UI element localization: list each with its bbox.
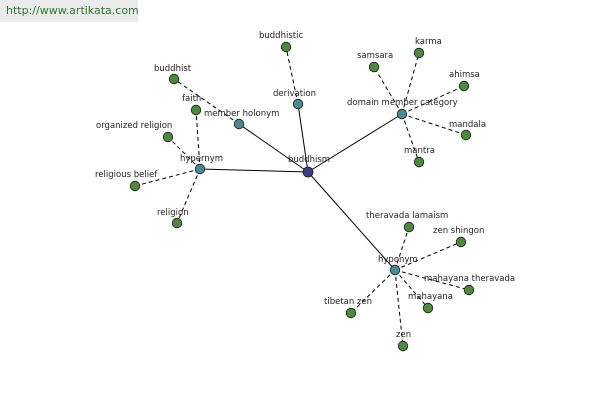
leaf-node-tibetan-zen[interactable] <box>345 307 357 319</box>
leaf-node-buddhistic[interactable] <box>280 41 292 53</box>
leaf-label-religion[interactable]: religion <box>157 208 189 218</box>
site-url[interactable]: http://www.artikata.com <box>6 4 139 17</box>
edge-member-holonym-to-buddhist <box>173 78 240 125</box>
edge-hyponym-to-mahayana <box>394 269 429 309</box>
relation-label-derivation[interactable]: derivation <box>273 89 316 99</box>
leaf-label-mahayana-theravada[interactable]: mahayana theravada <box>424 274 515 284</box>
edge-root-to-member-holonym <box>238 123 309 173</box>
leaf-node-theravada-lamaism[interactable] <box>403 221 415 233</box>
edge-hyponym-to-mahayana-theravada <box>394 269 470 291</box>
root-node-buddhism[interactable] <box>302 166 314 178</box>
leaf-label-tibetan-zen[interactable]: tibetan zen <box>324 297 372 307</box>
leaf-label-samsara[interactable]: samsara <box>357 51 393 61</box>
edge-domain-member-category-to-ahimsa <box>401 85 465 115</box>
edge-root-to-hyponym <box>307 171 396 271</box>
leaf-node-samsara[interactable] <box>368 61 380 73</box>
edge-derivation-to-buddhistic <box>285 46 299 105</box>
leaf-label-theravada-lamaism[interactable]: theravada lamaism <box>366 211 448 221</box>
edge-root-to-derivation <box>297 103 309 173</box>
leaf-label-zen[interactable]: zen <box>396 330 411 340</box>
edge-domain-member-category-to-samsara <box>373 66 403 115</box>
leaf-label-religious-belief[interactable]: religious belief <box>95 170 158 180</box>
graph-labels: faith organized religion religious belief r… <box>95 31 515 340</box>
leaf-node-zen[interactable] <box>397 340 409 352</box>
relation-label-hyponym[interactable]: hyponym <box>378 255 418 265</box>
edge-hyponym-to-zen-shingon <box>394 241 462 271</box>
leaf-node-buddhist[interactable] <box>168 73 180 85</box>
relation-label-domain-member-category[interactable]: domain member category <box>347 98 458 108</box>
relation-node-member-holonym[interactable] <box>233 118 245 130</box>
edge-hypernym-to-religion <box>176 168 201 224</box>
graph-edges <box>134 46 470 347</box>
edge-hyponym-to-theravada-lamaism <box>394 226 410 271</box>
leaf-label-karma[interactable]: karma <box>415 37 442 47</box>
leaf-node-mahayana[interactable] <box>422 302 434 314</box>
leaf-node-mahayana-theravada[interactable] <box>463 284 475 296</box>
url-banner: http://www.artikata.com <box>0 0 139 22</box>
edge-hyponym-to-zen <box>394 269 404 347</box>
edge-root-to-hypernym <box>199 168 309 173</box>
leaf-label-mantra[interactable]: mantra <box>404 146 435 156</box>
leaf-label-ahimsa[interactable]: ahimsa <box>449 70 480 80</box>
leaf-node-religion[interactable] <box>171 217 183 229</box>
leaf-node-ahimsa[interactable] <box>458 80 470 92</box>
leaf-label-buddhistic[interactable]: buddhistic <box>259 31 303 41</box>
root-label-buddhism[interactable]: buddhism <box>288 155 330 165</box>
relation-label-hypernym[interactable]: hypernym <box>180 154 223 164</box>
leaf-node-mandala[interactable] <box>460 129 472 141</box>
edge-domain-member-category-to-mantra <box>401 113 420 163</box>
leaf-node-mantra[interactable] <box>413 156 425 168</box>
leaf-label-mahayana[interactable]: mahayana <box>408 292 453 302</box>
relation-node-hypernym[interactable] <box>194 163 206 175</box>
leaf-node-zen-shingon[interactable] <box>455 236 467 248</box>
leaf-node-karma[interactable] <box>413 47 425 59</box>
leaf-label-mandala[interactable]: mandala <box>449 120 486 130</box>
leaf-node-organized-religion[interactable] <box>162 131 174 143</box>
relation-node-domain-member-category[interactable] <box>396 108 408 120</box>
leaf-node-faith[interactable] <box>190 104 202 116</box>
relation-node-derivation[interactable] <box>292 98 304 110</box>
leaf-label-organized-religion[interactable]: organized religion <box>96 121 172 131</box>
leaf-label-zen-shingon[interactable]: zen shingon <box>433 226 484 236</box>
edge-root-to-domain-member-category <box>307 113 403 173</box>
edge-hypernym-to-faith <box>195 109 201 170</box>
graph-nodes <box>129 41 475 352</box>
edge-domain-member-category-to-karma <box>401 52 420 115</box>
leaf-node-religious-belief[interactable] <box>129 180 141 192</box>
edge-domain-member-category-to-mandala <box>401 113 467 136</box>
leaf-label-faith[interactable]: faith <box>182 94 201 104</box>
edge-hyponym-to-tibetan-zen <box>350 269 396 314</box>
relation-node-hyponym[interactable] <box>389 264 401 276</box>
leaf-label-buddhist[interactable]: buddhist <box>154 64 192 74</box>
relation-label-member-holonym[interactable]: member holonym <box>204 109 279 119</box>
edge-hypernym-to-organized-religion <box>167 136 201 170</box>
